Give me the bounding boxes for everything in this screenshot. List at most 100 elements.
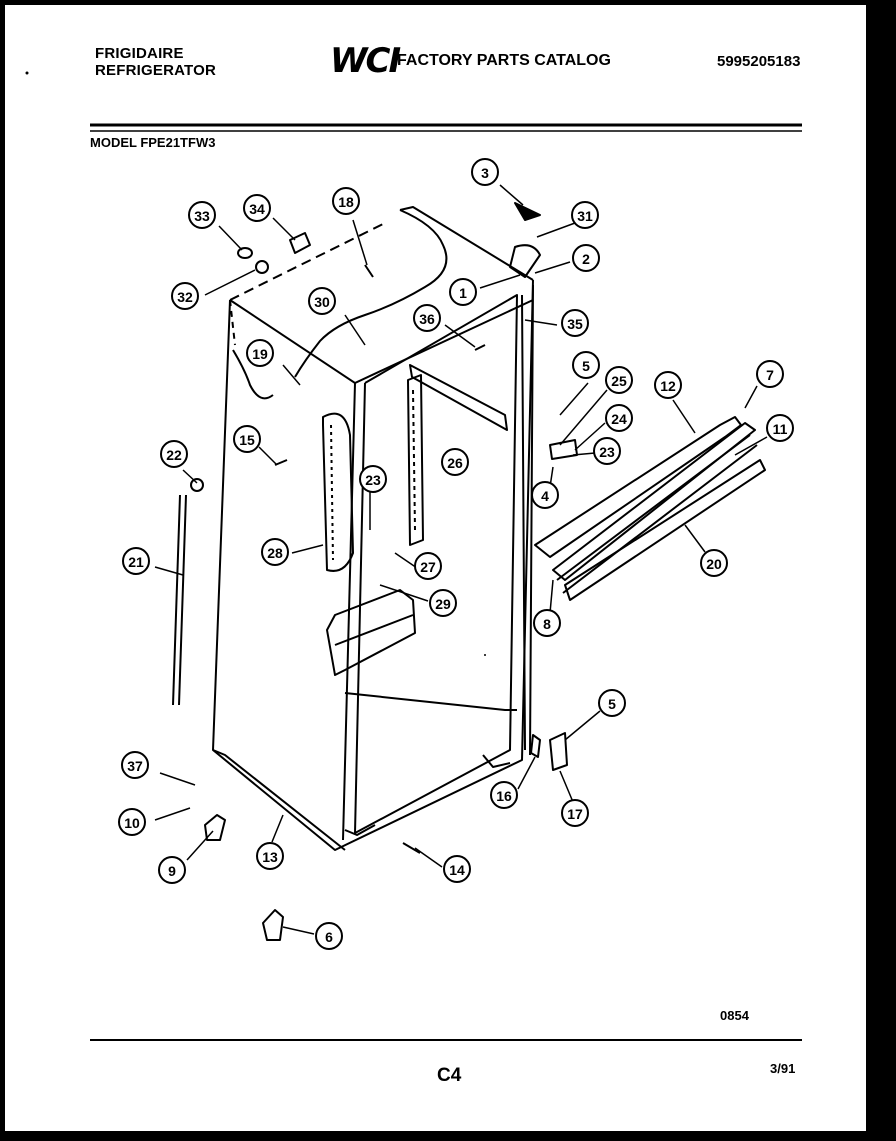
callout-circle	[414, 552, 442, 580]
callout-label: 11	[773, 421, 788, 437]
callout-12: 12	[654, 371, 682, 399]
callout-19: 19	[246, 339, 274, 367]
shelf-ladder	[407, 374, 424, 546]
catalog-title: FACTORY PARTS CATALOG	[397, 52, 611, 69]
callout-label: 21	[128, 554, 144, 570]
cabinet-top-front-dash	[229, 299, 236, 346]
callout-23b: 23	[593, 437, 621, 465]
callout-16: 16	[490, 781, 518, 809]
callout-26: 26	[441, 448, 469, 476]
callout-label: 24	[611, 411, 627, 427]
callout-circle	[605, 404, 633, 432]
callout-3: 3	[471, 158, 499, 186]
callout-30: 30	[308, 287, 336, 315]
callout-circle	[533, 609, 561, 637]
callout-22: 22	[160, 440, 188, 468]
lower-hinge-bracket	[549, 732, 568, 771]
callout-25: 25	[605, 366, 633, 394]
callout-label: 10	[124, 815, 140, 831]
callout-label: 19	[252, 346, 268, 362]
callout-circle	[561, 309, 589, 337]
callout-circle	[531, 481, 559, 509]
callout-label: 30	[314, 294, 330, 310]
callout-label: 23	[599, 444, 615, 460]
rear-crossbar	[409, 364, 508, 431]
callout-8: 8	[533, 609, 561, 637]
callout-31: 31	[571, 201, 599, 229]
callout-label: 12	[660, 378, 676, 394]
callout-13: 13	[256, 842, 284, 870]
catalog-number: 5995205183	[717, 53, 801, 70]
heater-loop	[322, 412, 354, 572]
callout-20: 20	[700, 549, 728, 577]
callout-circle	[593, 437, 621, 465]
callout-label: 32	[177, 289, 193, 305]
callout-17: 17	[561, 799, 589, 827]
product-type: REFRIGERATOR	[95, 62, 217, 79]
callout-15: 15	[233, 425, 261, 453]
callout-2: 2	[572, 244, 600, 272]
callout-14: 14	[443, 855, 471, 883]
callout-circle	[766, 414, 794, 442]
callout-circle	[246, 339, 274, 367]
callout-circle	[572, 244, 600, 272]
callout-label: 27	[420, 559, 436, 575]
cabinet-top-rear-edge	[399, 206, 534, 281]
callout-label: 4	[541, 488, 549, 504]
callout-label: 37	[127, 758, 143, 774]
door-handle-insert	[262, 909, 284, 941]
heater-loop-detail	[330, 424, 334, 561]
callout-circle	[308, 287, 336, 315]
callout-label: 1	[459, 285, 467, 301]
drain-trough-edge	[334, 614, 414, 646]
callout-circle	[171, 282, 199, 310]
callout-label: 7	[766, 367, 774, 383]
callout-circle	[605, 366, 633, 394]
callout-circle	[315, 922, 343, 950]
top-hinge-bracket	[509, 244, 541, 278]
callout-11: 11	[766, 414, 794, 442]
callout-label: 5	[582, 358, 590, 374]
callout-label: 6	[325, 929, 333, 945]
revision-date: 3/91	[770, 1061, 796, 1076]
callout-label: 26	[447, 455, 463, 471]
callout-circle	[700, 549, 728, 577]
callout-9: 9	[158, 856, 186, 884]
callout-label: 20	[706, 556, 722, 572]
screw-18	[364, 264, 374, 278]
lower-hinge-pin	[530, 734, 541, 758]
callout-circle	[243, 194, 271, 222]
callout-7: 7	[756, 360, 784, 388]
callout-32: 32	[171, 282, 199, 310]
exploded-parts-diagram: 1234556789101112131415161718192021222323…	[25, 71, 802, 1041]
cabinet-front-flange	[521, 284, 534, 756]
callout-label: 35	[567, 316, 583, 332]
callout-label: 28	[267, 545, 283, 561]
callout-circle	[158, 856, 186, 884]
wci-logo: WCI	[330, 41, 401, 81]
callout-label: 16	[496, 788, 512, 804]
callout-circle	[188, 201, 216, 229]
drain-trough	[326, 589, 416, 676]
stray-dot-liner	[484, 654, 486, 656]
callout-1: 1	[449, 278, 477, 306]
callout-29: 29	[429, 589, 457, 617]
callout-circle	[332, 187, 360, 215]
callout-23a: 23	[359, 465, 387, 493]
callout-6: 6	[315, 922, 343, 950]
rail-lower	[564, 459, 766, 601]
callout-circle	[490, 781, 518, 809]
brand-block: FRIGIDAIRE REFRIGERATOR	[95, 45, 216, 79]
base-foot-right	[482, 754, 511, 768]
wiring-harness	[294, 209, 448, 378]
callout-label: 33	[194, 208, 210, 224]
page-number: C4	[437, 1065, 462, 1086]
callout-21: 21	[122, 547, 150, 575]
callout-33: 33	[188, 201, 216, 229]
base-foot-front	[344, 824, 376, 836]
callout-label: 8	[543, 616, 551, 632]
callout-circle	[160, 440, 188, 468]
callout-circle	[233, 425, 261, 453]
callout-circle	[429, 589, 457, 617]
callout-label: 13	[262, 849, 278, 865]
